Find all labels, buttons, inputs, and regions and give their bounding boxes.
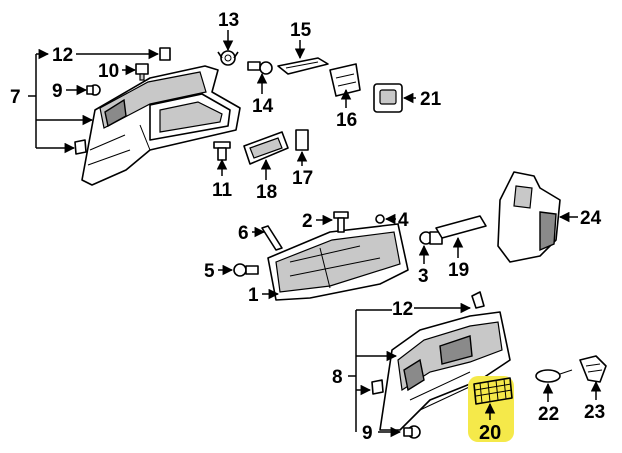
callout-12-bottom: 12 xyxy=(392,299,413,320)
clip-part-2 xyxy=(333,211,349,233)
callout-1: 1 xyxy=(248,285,259,306)
fastener-part-9-top xyxy=(86,84,101,96)
callout-21: 21 xyxy=(420,89,442,110)
callout-9-bottom: 9 xyxy=(362,423,373,444)
callout-2: 2 xyxy=(302,211,313,232)
callout-16: 16 xyxy=(336,110,357,131)
callout-3: 3 xyxy=(418,266,429,287)
callout-9-top: 9 xyxy=(52,81,63,102)
clip-part-12-top xyxy=(159,47,171,61)
callout-5: 5 xyxy=(204,261,215,282)
fastener-part-9-bottom xyxy=(403,425,421,439)
callout-17: 17 xyxy=(292,168,313,189)
tray-part-15 xyxy=(277,57,329,75)
upper-quarter-trim-panel xyxy=(81,65,241,186)
clip-part-8-lower xyxy=(371,379,384,395)
callout-13: 13 xyxy=(218,10,239,31)
callout-6: 6 xyxy=(238,223,249,244)
strip-part-19 xyxy=(435,215,487,239)
bracket-part-16 xyxy=(329,63,361,97)
callout-11: 11 xyxy=(212,180,233,201)
callout-24: 24 xyxy=(580,208,602,229)
clip-part-7-lower xyxy=(74,139,87,155)
lower-quarter-trim-panel xyxy=(379,311,511,431)
cover-part-17 xyxy=(295,129,309,151)
clip-part-11 xyxy=(213,141,231,161)
strip-part-6 xyxy=(261,225,283,251)
leader-lines xyxy=(28,30,602,438)
cargo-net-part-20 xyxy=(473,377,513,405)
callout-7: 7 xyxy=(10,87,21,108)
callout-8: 8 xyxy=(332,367,343,388)
callout-numbers: 7 12 9 10 13 14 15 16 21 11 18 17 6 2 4 … xyxy=(10,10,605,444)
lamp-part-22 xyxy=(535,369,573,383)
callout-19: 19 xyxy=(448,260,469,281)
push-pin-part-13 xyxy=(217,50,239,66)
middle-trim-panel xyxy=(267,223,409,301)
handle-part-21 xyxy=(373,83,403,113)
washer-part-4 xyxy=(375,214,385,224)
callout-4: 4 xyxy=(398,210,409,231)
callout-15: 15 xyxy=(290,20,312,41)
callout-10: 10 xyxy=(98,61,119,82)
callout-22: 22 xyxy=(538,404,559,425)
callout-12-top: 12 xyxy=(52,45,73,66)
callout-20: 20 xyxy=(479,422,501,444)
screw-part-10 xyxy=(135,63,149,81)
latch-part-23 xyxy=(579,355,607,383)
callout-18: 18 xyxy=(256,182,277,203)
cup-holder-part-18 xyxy=(243,131,289,165)
clip-part-12-bottom xyxy=(471,291,485,309)
duct-part-24 xyxy=(497,171,561,263)
bolt-part-5 xyxy=(233,263,259,277)
callout-23: 23 xyxy=(584,402,605,423)
bolt-part-14 xyxy=(247,61,273,75)
callout-14: 14 xyxy=(252,96,274,117)
